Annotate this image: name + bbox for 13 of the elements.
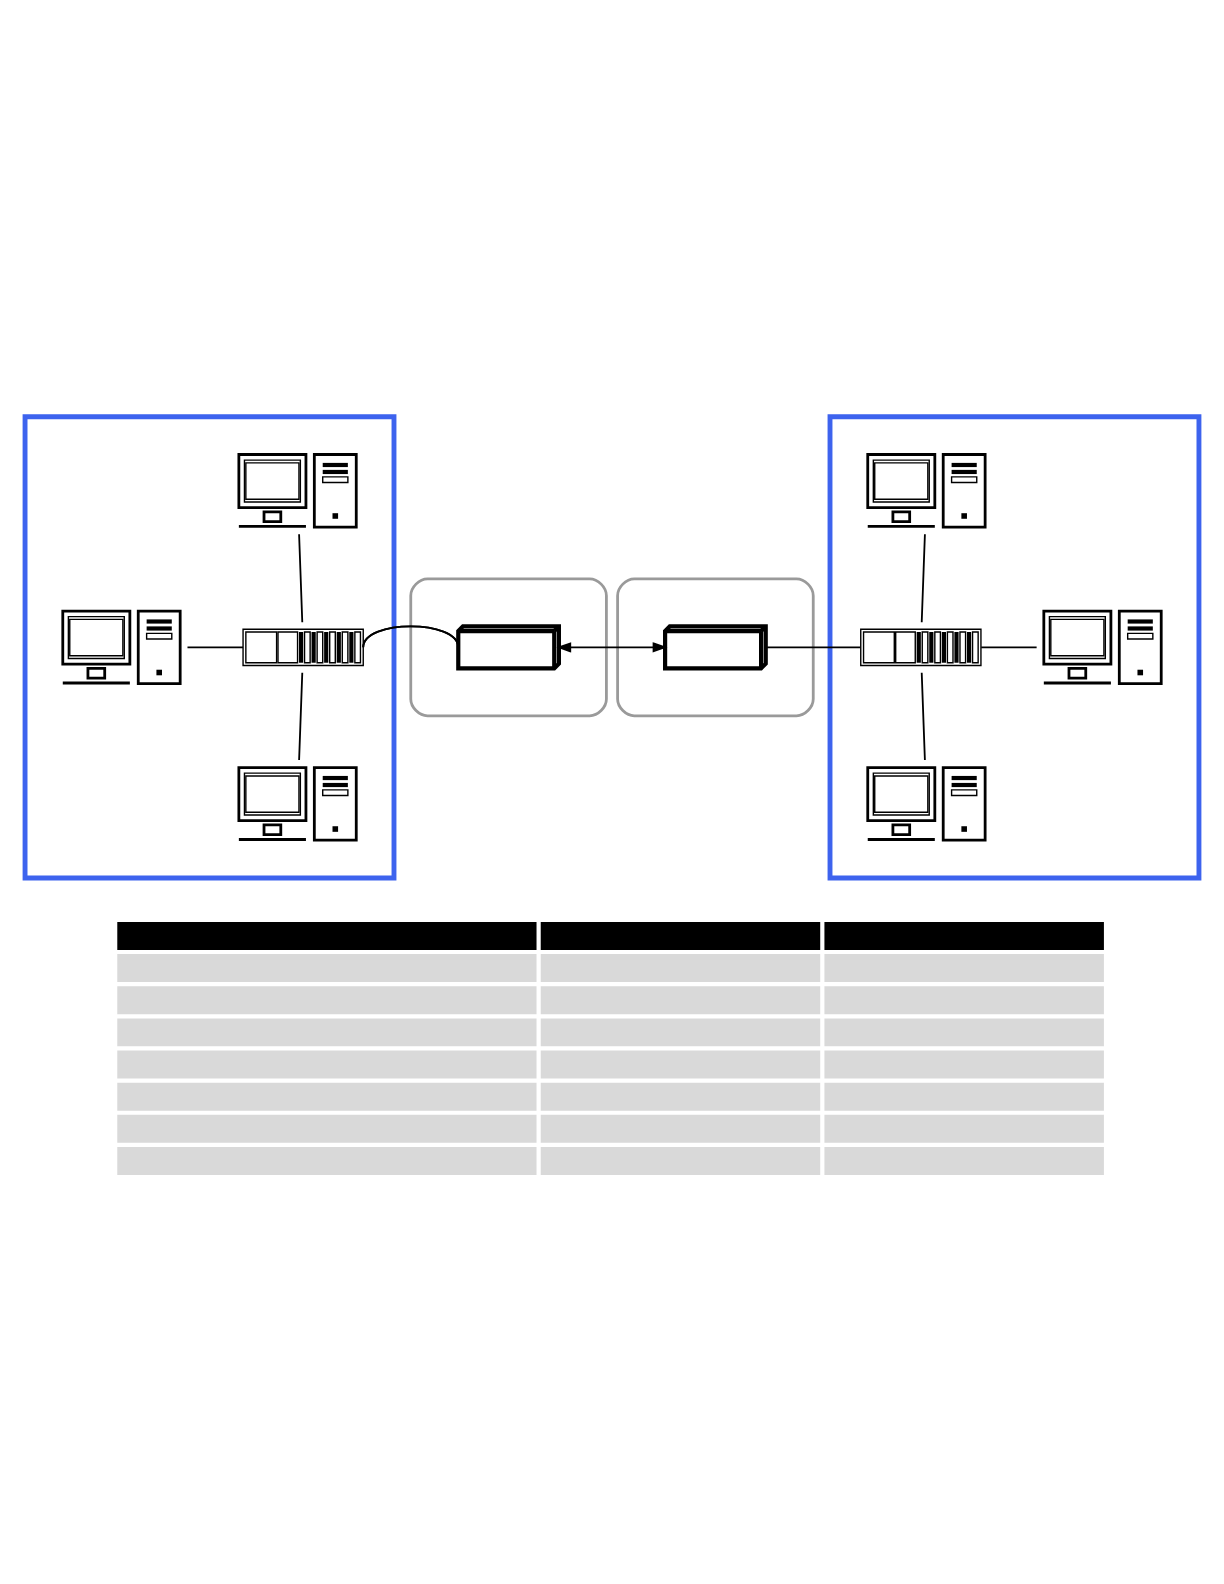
arrow — [556, 642, 668, 653]
cluster — [409, 577, 608, 718]
connector — [920, 671, 926, 761]
connector — [298, 533, 304, 624]
connector — [920, 533, 926, 624]
connector — [362, 625, 460, 649]
connector — [980, 646, 1038, 649]
connector — [765, 646, 862, 649]
connector — [186, 646, 244, 649]
connector — [298, 671, 304, 761]
cluster — [827, 414, 1202, 881]
cluster — [616, 577, 815, 718]
cluster — [22, 414, 397, 881]
